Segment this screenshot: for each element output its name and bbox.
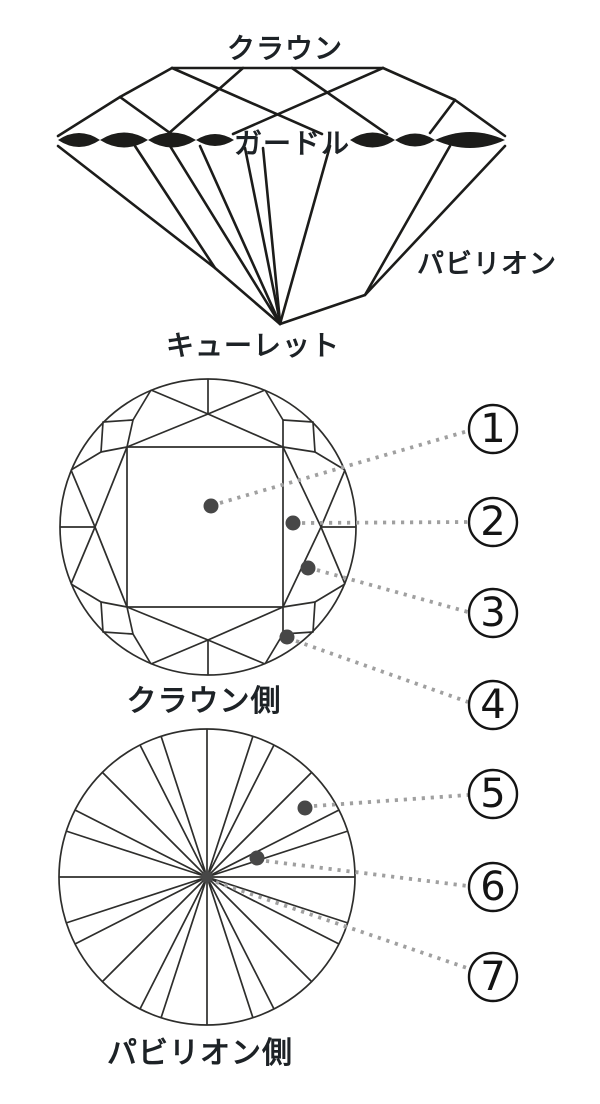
callout-6-number: 6 (480, 864, 505, 910)
pavilion-label: パビリオン (417, 249, 557, 280)
callout-4-circle (467, 679, 519, 731)
leader-lines (215, 429, 471, 971)
callout-3-circle (467, 587, 519, 639)
marker-dot-5 (297, 800, 313, 816)
callout-5-number: 5 (480, 771, 505, 817)
marker-dot-6 (249, 850, 265, 866)
callout-1-number: 1 (480, 406, 505, 452)
leader-line-5 (313, 793, 469, 808)
callout-2-number: 2 (480, 499, 505, 545)
side-view-pavilion-facets (56, 144, 507, 326)
leader-line-7 (215, 880, 471, 971)
pavilion-view-diagram: パビリオン側 (58, 728, 356, 1071)
girdle-band (58, 132, 505, 148)
pavilion-view-caption: パビリオン側 (107, 1036, 293, 1071)
callouts: 1 2 3 4 5 6 7 (467, 403, 519, 1003)
callout-2-circle (467, 496, 519, 548)
leader-line-1 (219, 429, 469, 505)
marker-dot-1 (203, 498, 219, 514)
leader-line-6 (265, 859, 469, 888)
callout-3-number: 3 (480, 590, 505, 636)
callout-1: 1 (467, 403, 519, 455)
callout-6-circle (467, 861, 519, 913)
leader-line-4 (295, 639, 469, 704)
crown-view-caption: クラウン側 (127, 684, 282, 719)
callout-4: 4 (467, 679, 519, 731)
side-view-diagram: クラウン ガードル パビリオン キューレット (56, 32, 557, 362)
callout-7-number: 7 (480, 954, 505, 1000)
callout-2: 2 (467, 496, 519, 548)
leader-line-3 (316, 568, 469, 614)
callout-6: 6 (467, 861, 519, 913)
side-view-crown-facets (56, 66, 507, 138)
callout-7: 7 (467, 951, 519, 1003)
marker-dot-4 (279, 629, 295, 645)
crown-label: クラウン (227, 32, 343, 65)
girdle-label: ガードル (234, 127, 350, 160)
callout-3: 3 (467, 587, 519, 639)
callout-5: 5 (467, 768, 519, 820)
crown-girdle-outline (59, 378, 357, 676)
callout-7-circle (467, 951, 519, 1003)
marker-dot-7-culet (201, 871, 213, 883)
leader-line-2 (301, 520, 469, 525)
callout-4-number: 4 (480, 682, 505, 728)
marker-dot-2 (285, 515, 301, 531)
crown-view-facets (60, 379, 356, 675)
crown-view-diagram: クラウン側 (59, 378, 357, 719)
marker-dot-3 (300, 560, 316, 576)
callout-5-circle (467, 768, 519, 820)
callout-1-circle (467, 403, 519, 455)
culet-label: キューレット (166, 329, 340, 362)
